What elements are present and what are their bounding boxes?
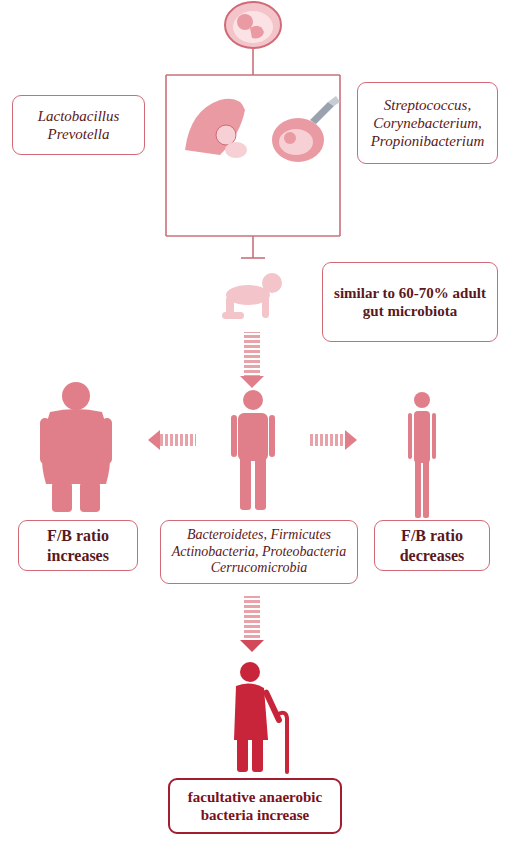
ratio-box: F/B ratio increases xyxy=(18,520,138,571)
c-section-icon xyxy=(272,96,340,162)
bracket xyxy=(166,49,340,258)
box-text: Bacteroidetes, Firmicutes Actinobacteria… xyxy=(167,527,351,577)
taxa-box: Streptococcus, Corynebacterium, Propioni… xyxy=(357,82,498,164)
box-text: similar to 60-70% adult gut microbiota xyxy=(329,284,491,320)
box-text: F/B ratio decreases xyxy=(381,526,483,564)
note-box: similar to 60-70% adult gut microbiota xyxy=(322,262,498,342)
result-box: facultative anaerobic bacteria increase xyxy=(168,778,342,834)
thin-figure xyxy=(408,392,436,518)
ratio-box: F/B ratio decreases xyxy=(374,520,490,571)
fetus-icon xyxy=(225,2,281,48)
adult-figure xyxy=(231,390,275,510)
box-text: Streptococcus, Corynebacterium, Propioni… xyxy=(364,96,491,150)
box-text: facultative anaerobic bacteria increase xyxy=(176,788,334,824)
obese-figure xyxy=(40,382,112,512)
baby-figure xyxy=(222,273,282,319)
phyla-box: Bacteroidetes, Firmicutes Actinobacteria… xyxy=(160,520,358,584)
taxa-box: Lactobacillus Prevotella xyxy=(12,95,145,155)
box-text: Lactobacillus Prevotella xyxy=(19,107,138,143)
birth-icon xyxy=(185,99,247,158)
box-text: F/B ratio increases xyxy=(25,526,131,564)
elderly-figure xyxy=(234,662,287,772)
